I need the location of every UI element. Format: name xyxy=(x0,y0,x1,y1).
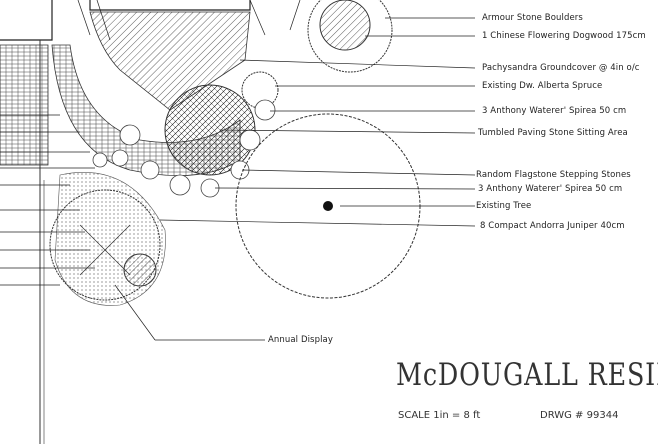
label-dogwood: 1 Chinese Flowering Dogwood 175cm xyxy=(482,31,646,41)
label-sitting-area: Tumbled Paving Stone Sitting Area xyxy=(478,128,628,138)
leader-lines xyxy=(0,0,476,341)
drawing-title: McDOUGALL RESID xyxy=(396,357,658,393)
label-spirea-2: 3 Anthony Waterer' Spirea 50 cm xyxy=(478,184,623,194)
label-juniper: 8 Compact Andorra Juniper 40cm xyxy=(480,221,625,231)
label-armour-stone: Armour Stone Boulders xyxy=(482,13,583,23)
label-flagstone: Random Flagstone Stepping Stones xyxy=(476,170,631,180)
stepping-stones xyxy=(92,99,276,198)
dogwood xyxy=(319,0,371,51)
sitting-area xyxy=(164,84,256,176)
label-existing-tree: Existing Tree xyxy=(476,201,532,211)
label-spirea-1: 3 Anthony Waterer' Spirea 50 cm xyxy=(482,106,627,116)
scale-text: SCALE 1in = 8 ft xyxy=(398,410,481,421)
label-pachysandra: Pachysandra Groundcover @ 4in o/c xyxy=(482,63,640,73)
label-alberta-spruce: Existing Dw. Alberta Spruce xyxy=(482,81,603,91)
house-wall xyxy=(0,0,53,41)
annual-display xyxy=(49,189,161,301)
label-annual-display: Annual Display xyxy=(268,335,333,345)
drawing-number: DRWG # 99344 xyxy=(540,410,619,421)
brick-walkway xyxy=(0,44,49,166)
